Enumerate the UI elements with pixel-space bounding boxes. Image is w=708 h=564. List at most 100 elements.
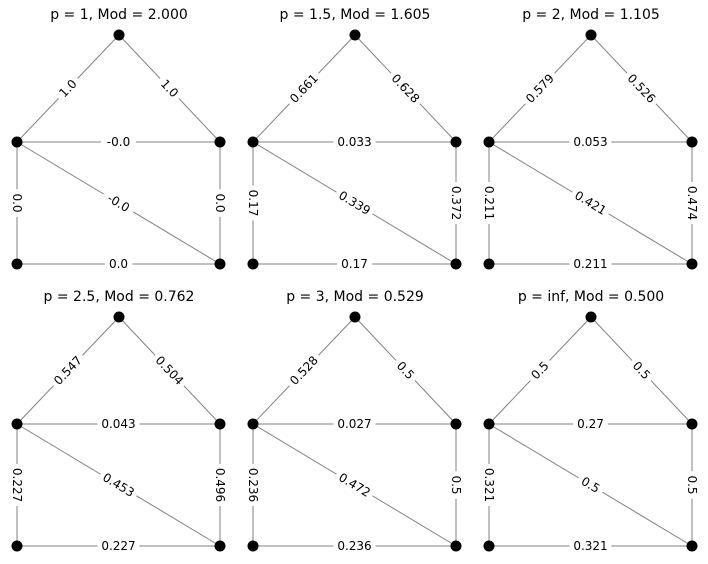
edge-label-background xyxy=(96,467,141,503)
panel-title: p = 2.5, Mod = 0.762 xyxy=(44,289,195,305)
graph-node xyxy=(483,258,495,270)
edge-weight-label: 0.211 xyxy=(569,256,612,272)
edge-weight-label: 0.17 xyxy=(337,256,372,272)
graph-node xyxy=(11,136,23,148)
edge-label-background xyxy=(99,187,138,219)
edge-label-background xyxy=(574,471,607,499)
edge-label-background xyxy=(212,464,228,506)
edge-weight-label: -0.0 xyxy=(101,134,136,150)
panel-title: p = 3, Mod = 0.529 xyxy=(286,289,424,305)
edge-weight-label: 0.227 xyxy=(97,538,140,554)
edge-weight-label: 0.211 xyxy=(481,182,497,224)
edge-label-background xyxy=(97,538,140,554)
edge-weight-text: 0.033 xyxy=(337,135,371,149)
edge-label-background xyxy=(149,349,190,392)
graph-node xyxy=(214,136,226,148)
edge-weight-text: 0.579 xyxy=(523,71,557,106)
edge-label-background xyxy=(569,256,612,272)
panel-title: p = 1, Mod = 2.000 xyxy=(50,7,188,23)
edge-label-background xyxy=(333,416,376,432)
edge-weight-label: 0.0 xyxy=(212,189,228,217)
graph-node xyxy=(113,29,125,41)
edge-weight-label: 0.17 xyxy=(245,185,261,221)
edge-label-background xyxy=(332,185,377,221)
edge-label-background xyxy=(283,349,325,392)
edge-weight-label: 0.496 xyxy=(212,464,228,506)
panel-title: p = 2, Mod = 1.105 xyxy=(522,7,660,23)
edge-weight-text: 0.227 xyxy=(101,539,135,553)
graph-node xyxy=(686,258,698,270)
edge-weight-label: 0.372 xyxy=(448,182,464,224)
edge-weight-label: 0.504 xyxy=(149,349,190,392)
graph-node xyxy=(349,311,361,323)
edge-weight-text: 0.504 xyxy=(153,353,187,388)
edge-weight-label: 0.321 xyxy=(481,464,497,506)
edge-weight-text: 0.472 xyxy=(336,470,373,500)
graph-node xyxy=(585,311,597,323)
edge-weight-text: 0.0 xyxy=(10,193,24,212)
edge-weight-text: 0.339 xyxy=(336,188,373,218)
edge-weight-label: 0.027 xyxy=(333,416,376,432)
edge-label-background xyxy=(390,354,421,387)
edge-label-background xyxy=(47,349,89,392)
edge-weight-label: 0.421 xyxy=(568,185,613,221)
edge-label-background xyxy=(212,189,228,217)
edge-weight-text: 0.453 xyxy=(100,470,137,500)
edge-label-background xyxy=(283,67,325,110)
edge-weight-label: 0.236 xyxy=(333,538,376,554)
graph-node xyxy=(247,136,259,148)
edge-weight-text: 0.421 xyxy=(572,188,609,218)
edge-label-background xyxy=(101,134,136,150)
edge-weight-label: 0.5 xyxy=(684,471,700,499)
edge-label-background xyxy=(519,67,561,110)
edge-label-background xyxy=(333,134,376,150)
edge-weight-label: 0.321 xyxy=(569,538,612,554)
edge-weight-label: 0.579 xyxy=(519,67,561,110)
graph-node xyxy=(247,258,259,270)
graph-node xyxy=(247,540,259,552)
graph-node xyxy=(450,540,462,552)
edge-weight-text: 0.474 xyxy=(685,186,699,220)
panel-title: p = 1.5, Mod = 1.605 xyxy=(280,7,431,23)
edge-weight-text: 0.0 xyxy=(109,257,128,271)
graph-node xyxy=(483,136,495,148)
edge-weight-text: 0.321 xyxy=(573,539,607,553)
edge-weight-text: 0.5 xyxy=(449,475,463,494)
edge-label-background xyxy=(154,72,185,105)
graph-node xyxy=(686,540,698,552)
edge-label-background xyxy=(524,354,556,387)
graph-node xyxy=(450,258,462,270)
graph-panel: p = 2.5, Mod = 0.762 0.547 0.504 0.043 0.227… xyxy=(9,289,228,554)
graph-node xyxy=(483,418,495,430)
edge-label-background xyxy=(621,67,662,110)
edge-label-background xyxy=(9,189,25,217)
edge-weight-label: -0.0 xyxy=(99,187,138,219)
edge-weight-label: 0.472 xyxy=(332,467,377,503)
edge-weight-label: 0.526 xyxy=(621,67,662,110)
edge-weight-text: 0.236 xyxy=(337,539,371,553)
edge-weight-label: 0.033 xyxy=(333,134,376,150)
edge-weight-text: 0.17 xyxy=(341,257,368,271)
edge-weight-text: 0.372 xyxy=(449,186,463,220)
graph-node xyxy=(11,258,23,270)
edge-label-background xyxy=(245,185,261,221)
edge-label-background xyxy=(337,256,372,272)
edge-weight-text: 0.043 xyxy=(101,417,135,431)
edge-weight-text: 0.027 xyxy=(337,417,371,431)
edge-label-background xyxy=(626,354,657,387)
edge-weight-label: 0.474 xyxy=(684,182,700,224)
edge-label-background xyxy=(9,464,25,506)
graph-node xyxy=(349,29,361,41)
edge-weight-text: 0.526 xyxy=(625,71,659,106)
edge-weight-label: 0.27 xyxy=(573,416,608,432)
edge-label-background xyxy=(573,416,608,432)
edge-weight-text: 0.547 xyxy=(51,353,85,388)
edge-label-background xyxy=(448,471,464,499)
edge-weight-text: 0.17 xyxy=(246,190,260,217)
edge-weight-label: 0.339 xyxy=(332,185,377,221)
panel-title: p = inf, Mod = 0.500 xyxy=(518,289,664,305)
